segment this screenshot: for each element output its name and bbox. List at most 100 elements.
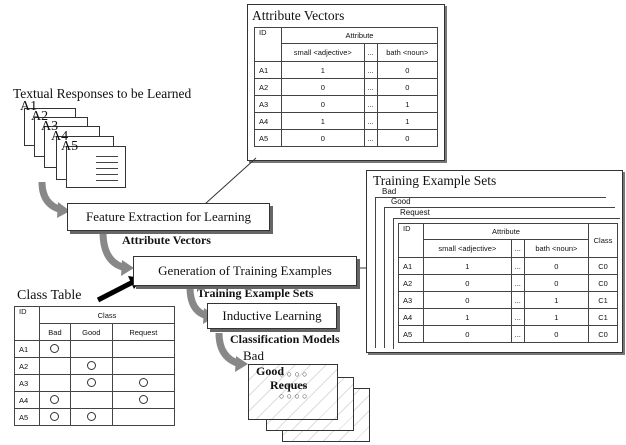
cell: 0 [523,257,590,275]
check-circle [138,394,148,404]
col-good: Good [69,323,113,341]
row-id: A5 [254,129,282,147]
cell: ... [510,325,525,343]
row-id: A4 [14,391,40,409]
layer-request-label: Request [400,208,430,217]
table-row: A1 [14,340,176,358]
doc-label-a1: A1 [20,99,38,114]
cell: 0 [423,325,512,343]
id-header: ID [14,306,40,341]
class-header: Class [588,223,618,258]
table-row: A5 [14,408,176,426]
col-request: Request [111,323,176,341]
training-sets-table: ID Attribute Class small <adjective> ...… [398,223,618,343]
col-ellipsis: ... [510,239,525,258]
row-id: A3 [398,291,424,309]
col-bath-noun: bath <noun> [376,43,439,62]
check-circle [138,377,148,387]
cell: 0 [376,129,439,147]
connector-extraction-to-vectors [204,157,257,205]
col-ellipsis: ... [363,43,378,62]
attribute-vectors-panel: Attribute Vectors ID Attribute small <ad… [247,4,445,161]
attribute-header: Attribute [281,27,438,44]
cell: 0 [376,61,439,79]
cell: C0 [588,274,618,292]
model-request-label: Reques [270,378,308,392]
row-id: A1 [398,257,424,275]
model-bad-label: Bad [243,348,264,363]
col-bath-noun: bath <noun> [523,239,590,258]
table-row: A3 [14,374,176,392]
model-good-label: Good [256,364,285,378]
circle-markers: ○ ○ ○ ○○ ○ ○ ○○ ○ ○ ○ [279,369,308,401]
cell: ... [363,95,378,113]
cell: 1 [423,308,512,326]
row-id: A4 [398,308,424,326]
check-circle [50,343,60,353]
attribute-vectors-table: ID Attribute small <adjective> ... bath … [254,27,439,147]
check-circle [86,411,96,421]
layer-bad-label: Bad [382,187,397,196]
cell: 0 [423,274,512,292]
row-id: A1 [254,61,282,79]
row-id: A2 [398,274,424,292]
classification-models-label: Classification Models [230,332,340,346]
doc-label-a4: A4 [51,129,69,144]
cell: C1 [588,308,618,326]
row-id: A4 [254,112,282,130]
generation-box: Generation of Training Examples [133,256,357,286]
row-id: A3 [14,374,40,392]
cell: 0 [376,78,439,96]
check-circle [86,360,96,370]
row-id: A1 [14,340,40,358]
table-row: A4 [14,391,176,409]
attribute-vectors-label: Attribute Vectors [122,233,211,247]
cell: 1 [523,291,590,309]
row-id: A2 [14,357,40,375]
cell: C0 [588,257,618,275]
row-id: A2 [254,78,282,96]
class-table-title: Class Table [17,288,82,303]
cell: 0 [423,291,512,309]
doc-label-a3: A3 [41,119,59,134]
cell: 0 [281,129,365,147]
cell: 0 [523,274,590,292]
cell: ... [363,78,378,96]
model-bad-card: ○ ○ ○ ○○ ○ ○ ○○ ○ ○ ○ [248,364,338,420]
check-circle [86,377,96,387]
doc-label-a5: A5 [61,139,79,154]
training-sets-title: Training Example Sets [373,173,497,188]
cell: ... [510,274,525,292]
cell: ... [510,308,525,326]
row-id: A5 [14,408,40,426]
cell: 0 [523,325,590,343]
id-header: ID [398,223,424,258]
cell: 1 [376,112,439,130]
check-circle [50,394,60,404]
cell: 1 [423,257,512,275]
cell: ... [363,129,378,147]
training-sets-label: Training Example Sets [197,286,314,300]
attribute-header: Attribute [423,223,589,240]
cell: C1 [588,291,618,309]
cell: ... [363,61,378,79]
layer-good-sheet [384,207,615,348]
row-id: A5 [398,325,424,343]
cell: C0 [588,325,618,343]
cell: 0 [281,95,365,113]
cell: ... [510,291,525,309]
arrow-docs-to-extraction [38,181,64,214]
col-small-adjective: small <adjective> [423,239,512,258]
col-bad: Bad [39,323,71,341]
layer-good-label: Good [391,197,411,206]
col-small-adjective: small <adjective> [281,43,365,62]
class-header: Class [39,306,175,324]
layer-request-sheet [393,218,620,349]
